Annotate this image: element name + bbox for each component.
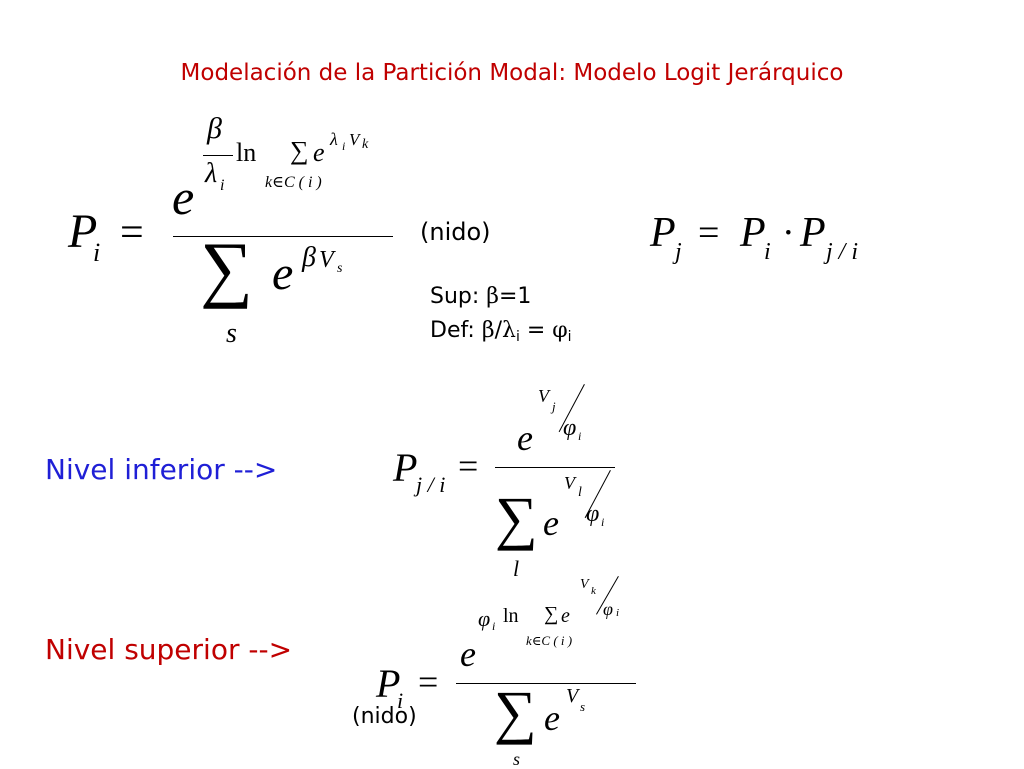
sup-Vk: V [580,577,589,592]
pj-P2: P [740,210,766,256]
sup-e-den: e [544,698,560,738]
inf-sum-index-l: l [513,556,520,581]
sup-fraction-bar [456,683,636,684]
eq1-sum-den: ∑ [200,228,253,310]
sup-beta: β [486,284,499,309]
pj-dot: · [782,212,795,254]
sup-e-small: e [561,605,570,627]
inf-V-den: V [564,473,575,493]
pj-i: i [764,239,771,265]
eq1-sum-index-s: s [226,318,237,349]
eq1-lambda-sub: i [220,177,225,194]
eq1-V-exp: V [349,130,360,149]
pj-P3: P [800,210,826,256]
sup-i: i [397,688,404,713]
def-beta: β [481,318,495,343]
sup-k: k [591,585,596,597]
eq1-s-den: s [337,261,343,276]
sup-sum-den: ∑ [494,679,537,745]
inf-equals: = [458,446,479,486]
eq1-V-den: V [319,247,334,273]
inf-fraction-bar [495,467,615,468]
sup-ln: ln [503,605,519,627]
def-equals: = [519,318,553,343]
pj-j-over-i: j / i [826,239,859,265]
sup-s: s [580,699,586,714]
eq1-lambda-exp: λ [330,129,338,149]
eq1-k-in-c: k∈C ( i ) [265,174,322,191]
sup-value: =1 [499,284,532,309]
sup-P: P [376,661,401,706]
sup-e-num: e [460,634,476,674]
nivel-superior-label: Nivel superior --> [45,633,293,666]
nido-label-top: (nido) [420,218,491,246]
eq1-main-fraction-bar [173,236,393,237]
inf-e-den: e [543,503,559,543]
def-phi-sub: i [567,329,572,345]
inf-phi-num: φ [563,415,577,441]
sup-phi: φ [478,606,491,631]
def-phi: φ [552,318,568,343]
def-lambda: λ [501,318,516,343]
def-lambda-sub: i [515,329,520,345]
eq1-lambda-exp-sub: i [342,139,346,153]
sup-sum-index-s: s [513,749,521,769]
inf-phi-den: φ [586,501,600,527]
eq1-beta-den: β [302,242,316,273]
sup-phi2-sub: i [616,607,620,619]
eq1-lambda: λ [205,158,218,189]
nido-label-bottom: (nido) [352,704,417,729]
eq1-e-numerator: e [172,169,195,225]
def-slash: / [494,318,502,343]
sup-k-in-c: k∈C ( i ) [526,633,573,648]
eq1-beta: β [207,112,222,145]
inf-phi-den-sub: i [601,515,605,529]
def-label: Def: [430,318,482,343]
eq1-P: P [68,205,98,258]
sup-phi-sub: i [492,619,496,633]
eq1-e-den: e [272,247,294,300]
sup-sum-small: ∑ [544,603,559,625]
pj-j: j [675,239,682,265]
inf-P: P [393,445,418,490]
sup-line: Sup: β=1 [430,286,531,308]
eq1-e-small: e [313,138,325,167]
inf-e-num: e [517,418,533,458]
pj-equals: = [698,212,720,254]
inf-sum-den: ∑ [495,485,538,551]
inf-phi-num-sub: i [578,429,582,443]
eq1-sum-small: ∑ [290,136,309,165]
pj-P1: P [650,210,676,256]
sup-Vs: V [566,685,579,707]
eq1-equals: = [120,210,144,256]
eq1-k-exp: k [362,137,369,152]
eq1-beta-fraction-bar [203,155,233,156]
sup-equals: = [418,662,439,702]
inf-V-num: V [538,386,549,406]
eq1-i: i [93,238,101,267]
sup-phi2: φ [603,599,613,619]
sup-label: Sup: [430,284,487,309]
inf-j-num: j [552,399,556,414]
slide-title: Modelación de la Partición Modal: Modelo… [180,60,844,86]
nivel-inferior-label: Nivel inferior --> [45,453,278,486]
inf-l-den: l [578,485,582,500]
def-line: Def: β/λi = φi [430,318,572,345]
eq1-ln: ln [236,138,257,167]
inf-sub: j / i [416,472,446,497]
